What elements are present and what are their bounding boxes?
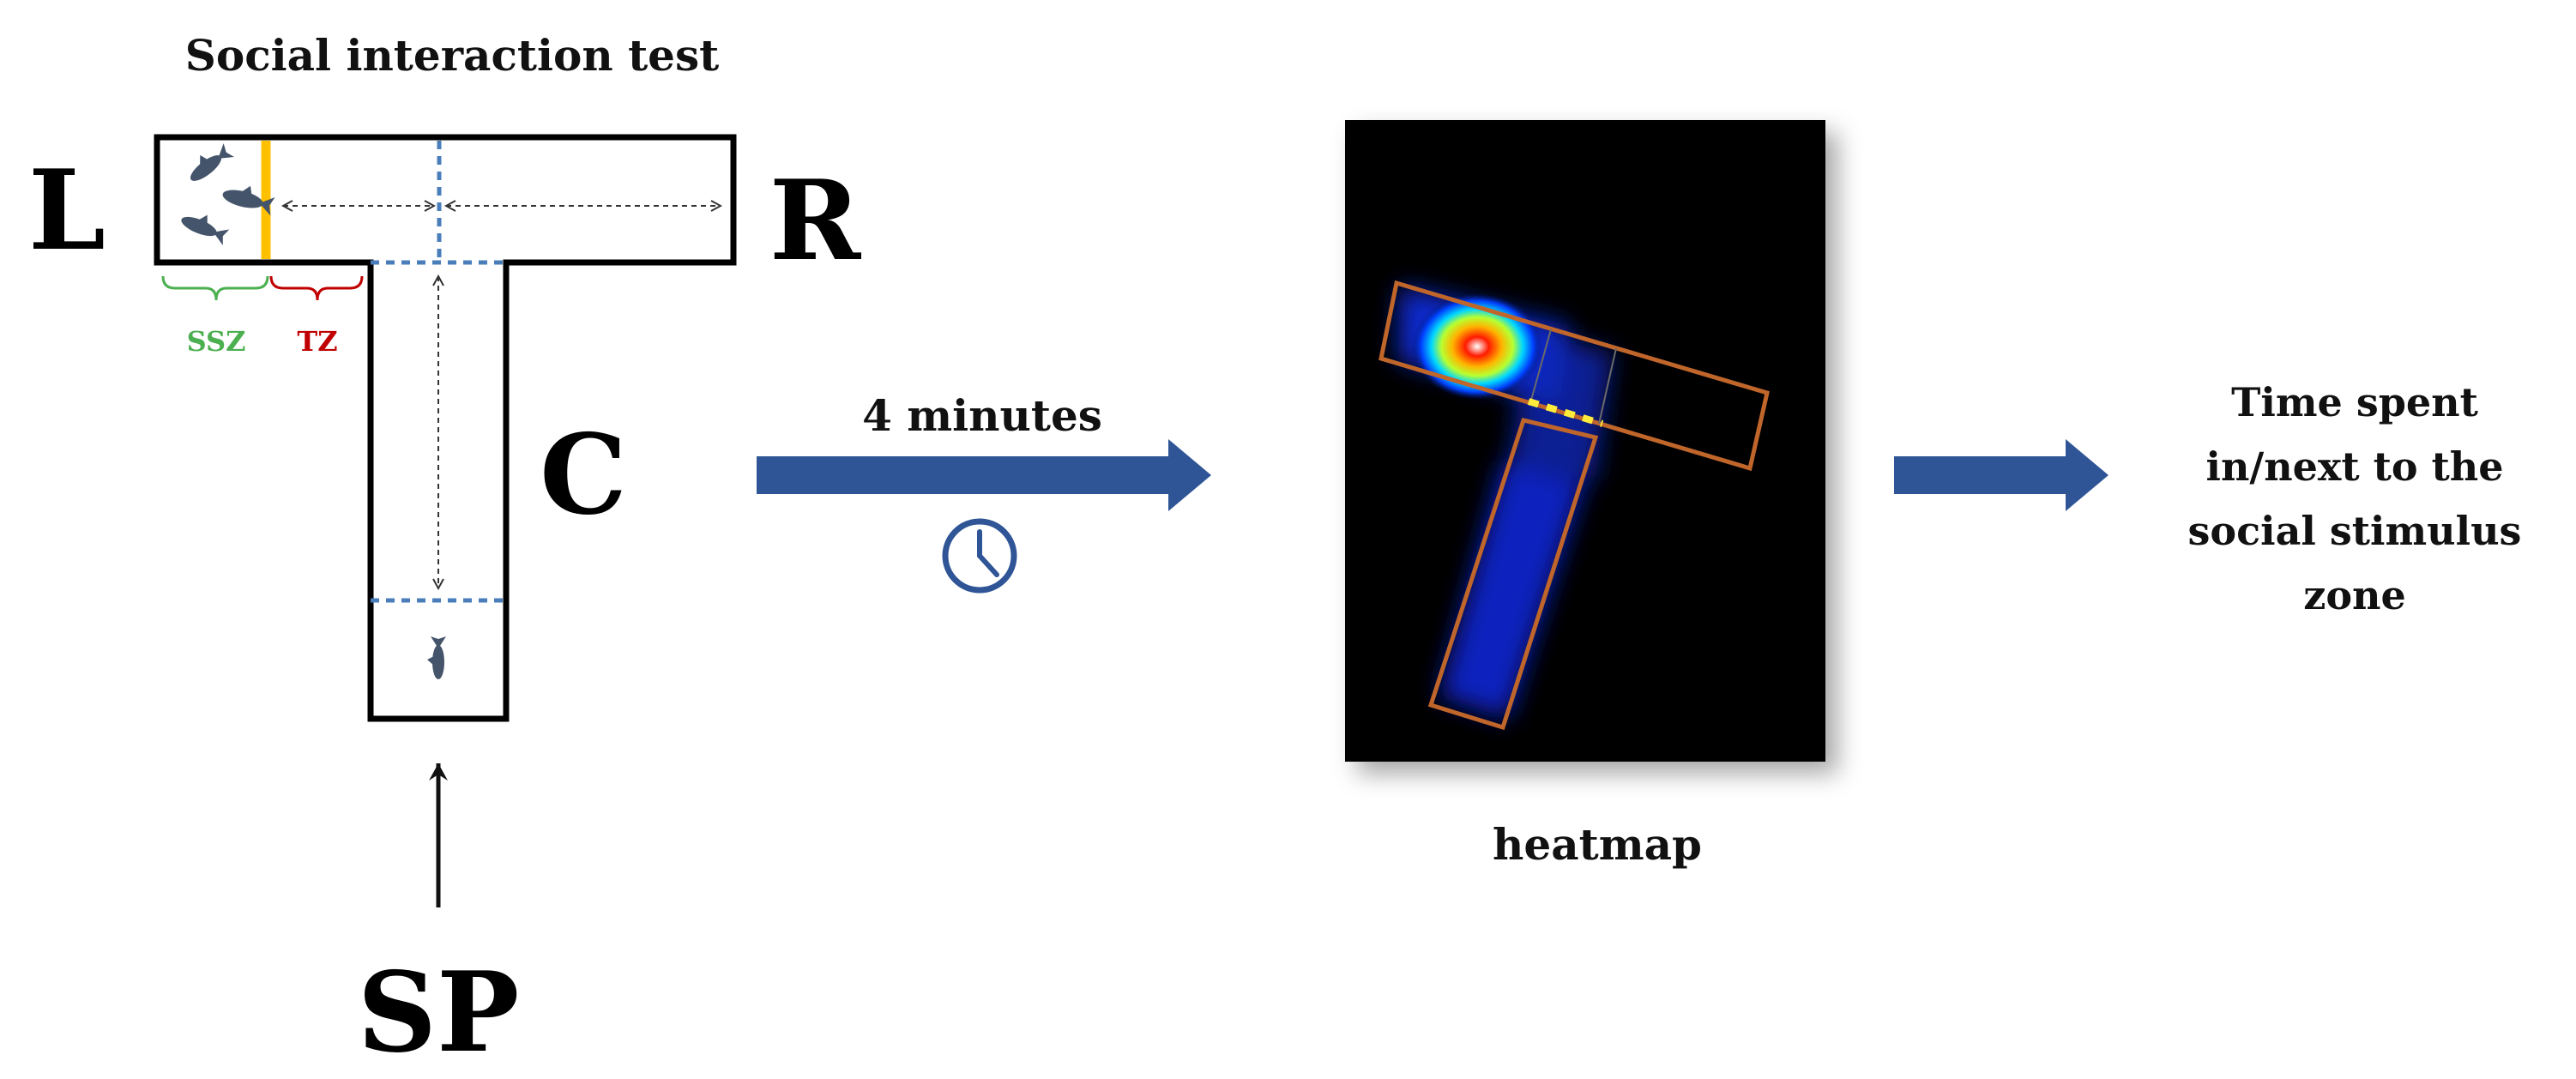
duration-arrow	[757, 439, 1211, 511]
outcome-line-4: zone	[2303, 572, 2406, 618]
outcome-line-3: social stimulus	[2188, 508, 2522, 554]
outcome-text: Time spent in/next to the social stimulu…	[2188, 379, 2522, 618]
heatmap-image	[1345, 120, 1825, 762]
diagram-title: Social interaction test	[185, 30, 720, 81]
heatmap-caption: heatmap	[1493, 819, 1702, 870]
start-point-label: SP	[358, 949, 520, 1077]
fish-group-icon	[181, 143, 275, 246]
outcome-line-1: Time spent	[2231, 379, 2478, 425]
ssz-label: SSZ	[187, 325, 246, 358]
outcome-arrow	[1894, 439, 2108, 511]
right-arm-label: R	[769, 157, 862, 286]
outcome-line-2: in/next to the	[2205, 443, 2503, 490]
center-arm-label: C	[540, 411, 627, 540]
t-maze-outline	[154, 134, 737, 722]
left-arm-label: L	[28, 147, 106, 275]
tz-bracket	[269, 275, 364, 301]
ssz-bracket	[161, 275, 269, 301]
tz-label: TZ	[297, 325, 337, 358]
fish-icon	[427, 636, 446, 679]
duration-label: 4 minutes	[862, 390, 1102, 441]
clock-icon	[942, 518, 1017, 594]
